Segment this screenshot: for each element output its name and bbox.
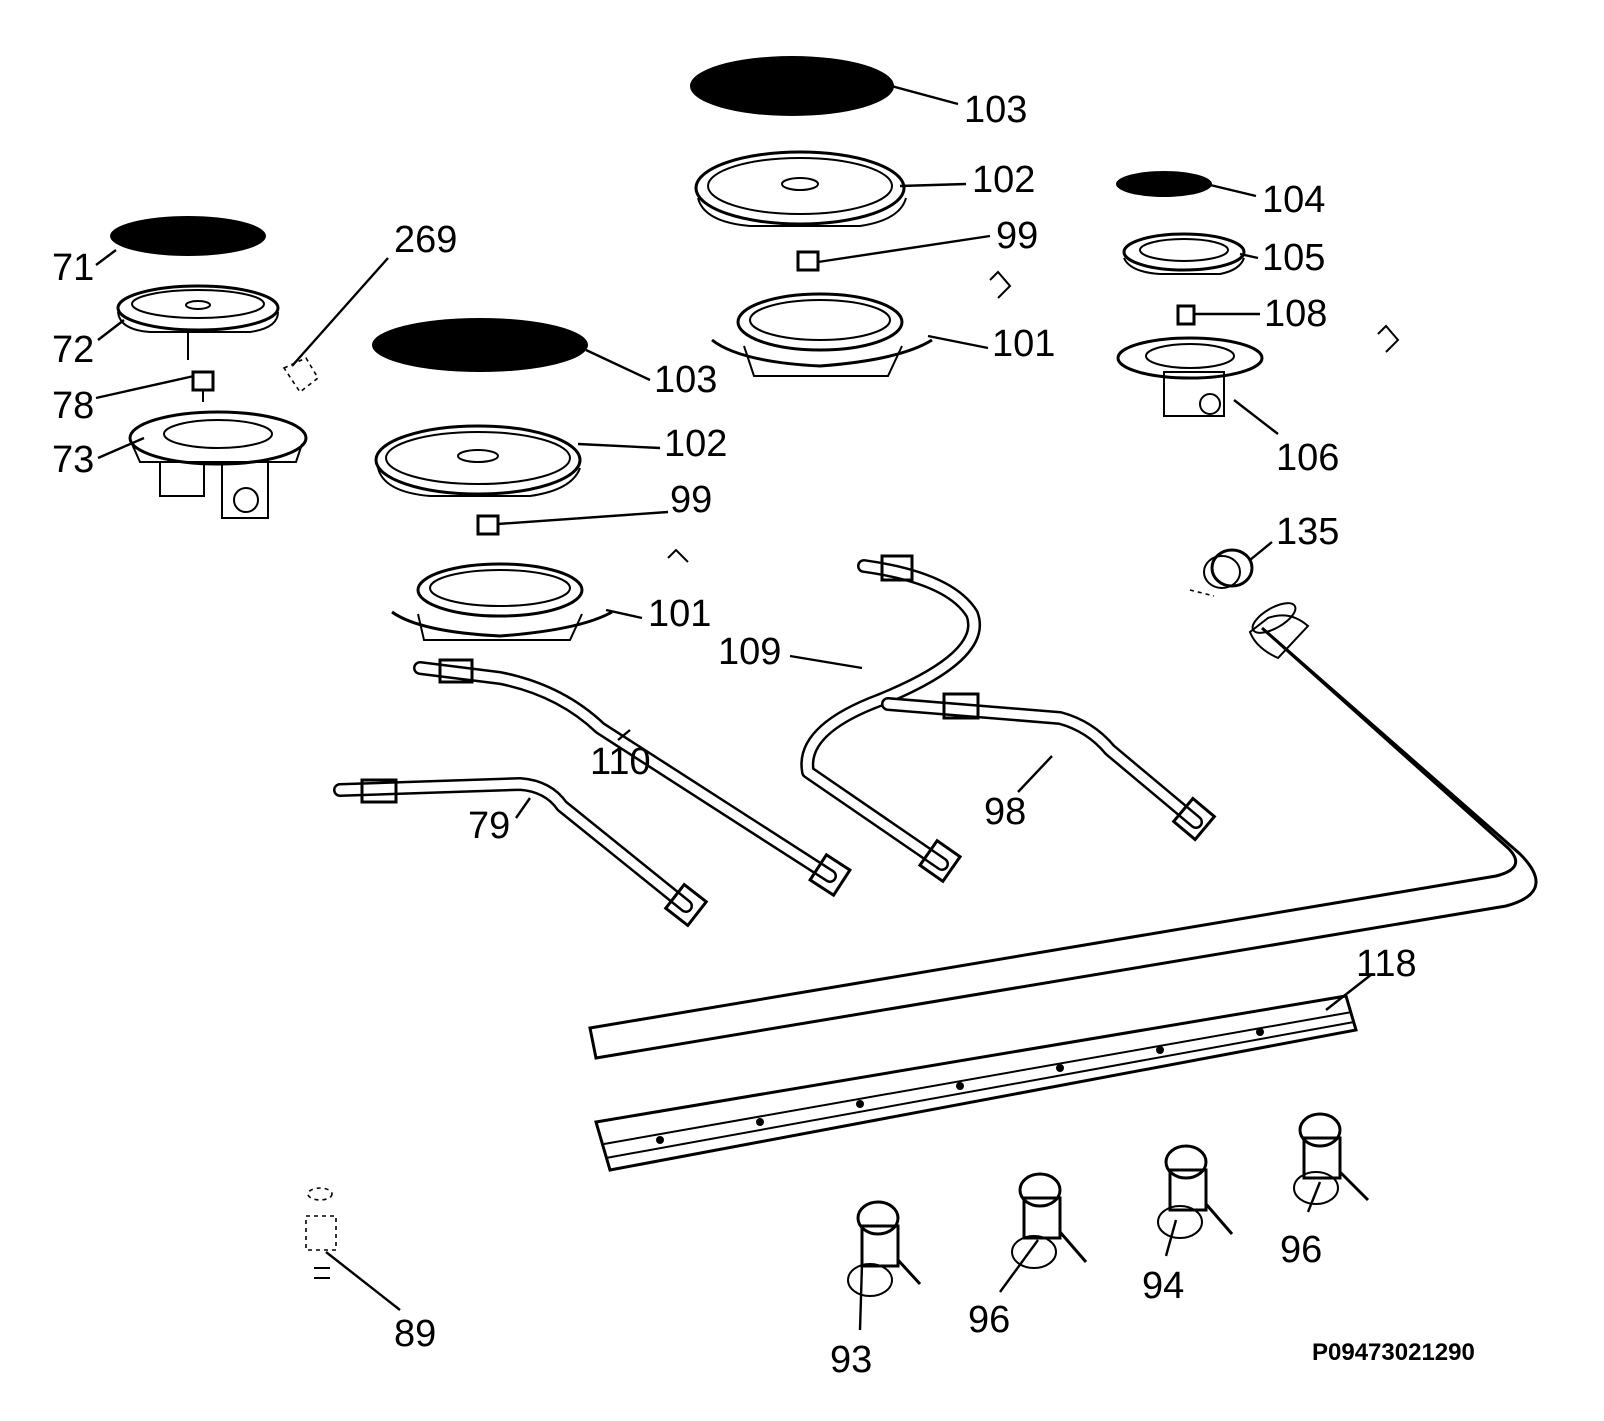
valve-94 [1157,1144,1234,1239]
callout-101-lower: 101 [648,593,711,635]
pipe-110 [413,658,852,898]
callout-93: 93 [830,1339,872,1381]
callout-79: 79 [468,805,510,847]
burner-crown-105 [1122,232,1246,275]
burner-center-top-assembly [690,56,1012,377]
arrow-mark-lower [667,548,689,563]
callout-94: 94 [1142,1265,1184,1307]
callout-96-right: 96 [1280,1229,1322,1271]
callout-96-left: 96 [968,1299,1010,1341]
callout-118: 118 [1356,943,1417,985]
arrow-mark-right [1377,324,1400,353]
burner-right-assembly [1116,171,1400,417]
callout-109: 109 [718,631,781,673]
injector-99-lower [476,514,500,536]
callout-72: 72 [52,329,94,371]
callout-101-upper: 101 [992,323,1055,365]
burner-body-73 [128,410,308,519]
callout-108: 108 [1264,293,1327,335]
callout-103-upper: 103 [964,89,1027,131]
burner-body-106 [1116,336,1264,417]
burner-crown-102-upper [694,150,907,227]
injector-108 [1176,304,1196,326]
valve-96-right [1293,1112,1370,1205]
clip-269 [282,356,320,394]
injector-78 [191,370,215,402]
callout-110: 110 [590,741,651,783]
pipe-109 [800,554,981,884]
callout-269: 269 [394,219,457,261]
callout-105: 105 [1262,237,1325,279]
callout-104: 104 [1262,179,1325,221]
callout-106: 106 [1276,437,1339,479]
burner-left-assembly [110,216,320,519]
callout-99-upper: 99 [996,215,1038,257]
burner-cap-103-upper [690,56,894,116]
burner-crown-72 [116,284,280,360]
callout-89: 89 [394,1313,436,1355]
burner-cap-104 [1116,171,1212,197]
fitting-135 [1189,548,1254,597]
callout-103-lower: 103 [654,359,717,401]
burner-cap-103-lower [372,318,588,372]
leader-lines [95,82,1373,1331]
valve-96-left [1011,1172,1088,1269]
part-89 [305,1187,337,1279]
callout-labels: 71 72 78 73 269 103 102 99 101 103 102 9… [52,89,1475,1381]
pipe-98 [881,692,1217,842]
callout-102-lower: 102 [664,423,727,465]
arrow-mark-upper [989,270,1012,299]
callout-99-lower: 99 [670,479,712,521]
main-gas-manifold-tube [588,602,1538,1060]
burner-crown-102-lower [374,424,582,497]
valve-bracket-118 [594,994,1358,1172]
callout-71: 71 [52,247,94,289]
callout-78: 78 [52,385,94,427]
burner-body-101-lower [391,562,613,641]
burner-center-left-assembly [372,318,689,641]
gas-valves [305,1112,1370,1297]
drawing-code: P09473021290 [1312,1339,1475,1366]
injector-99-upper [796,250,820,272]
callout-98: 98 [984,791,1026,833]
gas-pipes [333,548,1538,1060]
burner-body-101-upper [711,292,933,377]
pipe-79 [333,777,709,928]
burner-cap-71 [110,216,266,256]
callout-102-upper: 102 [972,159,1035,201]
callout-135: 135 [1276,511,1339,553]
valve-93 [847,1200,922,1297]
callout-73: 73 [52,439,94,481]
